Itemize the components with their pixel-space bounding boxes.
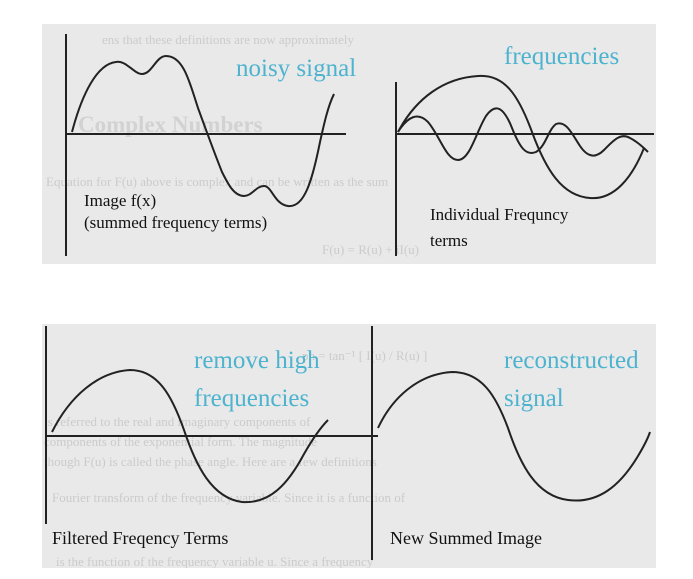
bottom-figure-panel: ph = tan⁻¹ [ I(u) / R(u) ] is referred t… [42, 324, 656, 568]
background-text-line: though F(u) is called the phase angle. H… [44, 454, 377, 469]
summed-caption: New Summed Image [390, 528, 542, 548]
right-caption-line1: Individual Frequncy [430, 205, 569, 224]
high-frequency-curve [397, 107, 649, 162]
left-caption-line1: Image f(x) [84, 191, 157, 210]
annotation-reconstructed: reconstructed [504, 347, 639, 374]
annotation-remove-high: remove high [194, 347, 320, 374]
low-frequency-curve [397, 74, 645, 200]
background-heading: Complex Numbers [78, 112, 263, 137]
background-text-line: Equation for F(u) above is complex and c… [46, 174, 389, 189]
annotation-signal: signal [504, 385, 564, 412]
filtered-low-frequency-curve [51, 368, 329, 504]
background-text-line: ph = tan⁻¹ [ I(u) / R(u) ] [302, 348, 428, 363]
annotation-frequencies-2: frequencies [194, 385, 310, 412]
bottom-waveforms [45, 326, 651, 560]
background-text-line: is referred to the real and imaginary co… [44, 414, 311, 429]
background-text-line: components of the exponential form. The … [44, 434, 318, 449]
annotation-frequencies: frequencies [504, 43, 620, 70]
background-text-line: is the function of the frequency variabl… [56, 554, 374, 568]
left-caption-line2: (summed frequency terms) [84, 213, 268, 232]
background-text-line: ens that these definitions are now appro… [102, 32, 354, 47]
filtered-caption: Filtered Freqency Terms [52, 528, 229, 548]
annotation-noisy-signal: noisy signal [236, 55, 357, 82]
noisy-signal-curve [71, 54, 335, 208]
reconstructed-signal-curve [377, 370, 651, 502]
top-waveforms [65, 34, 654, 256]
top-figure-panel: ens that these definitions are now appro… [42, 24, 656, 264]
right-caption-line2: terms [430, 231, 468, 250]
background-text-line: F(u) = R(u) + iI(u) [322, 242, 419, 257]
